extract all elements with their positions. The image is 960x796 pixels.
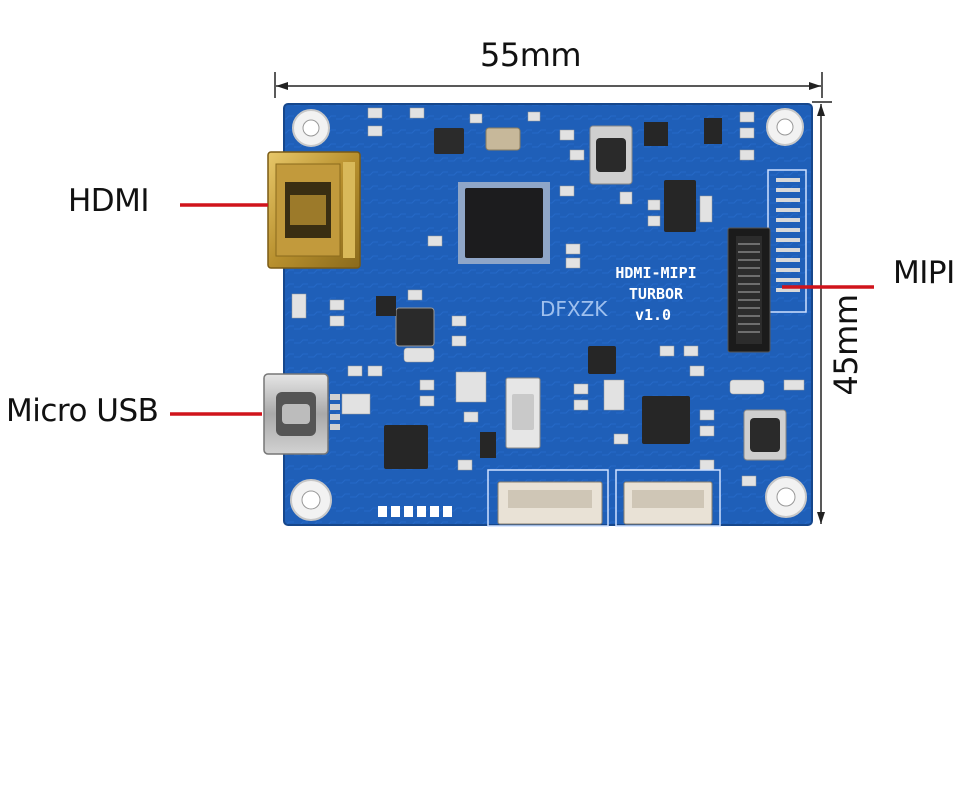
callout-lines [170, 203, 874, 416]
height-dimension-line [812, 101, 832, 524]
hdmi-connector [267, 151, 361, 269]
board-title-line2: TURBOR [629, 285, 684, 303]
hdmi-label: HDMI [68, 183, 150, 219]
width-dimension-label: 55mm [480, 36, 582, 74]
bottom-header-connectors [378, 469, 721, 527]
main-processor-chip [458, 182, 550, 264]
silkscreen-text: HDMI-MIPI TURBOR v1.0 DFXZK [540, 264, 697, 324]
micro-usb-connector [263, 373, 340, 455]
micro-usb-label: Micro USB [6, 393, 159, 429]
width-dimension-line [274, 72, 823, 98]
mounting-holes [290, 108, 807, 521]
height-dimension-label: 45mm [827, 294, 865, 396]
board-title-line1: HDMI-MIPI [615, 264, 696, 282]
board-version: v1.0 [635, 306, 671, 324]
mipi-label: MIPI [893, 255, 955, 291]
board-components [291, 107, 805, 487]
mipi-connector [727, 169, 807, 353]
board-brand: DFXZK [540, 297, 608, 321]
